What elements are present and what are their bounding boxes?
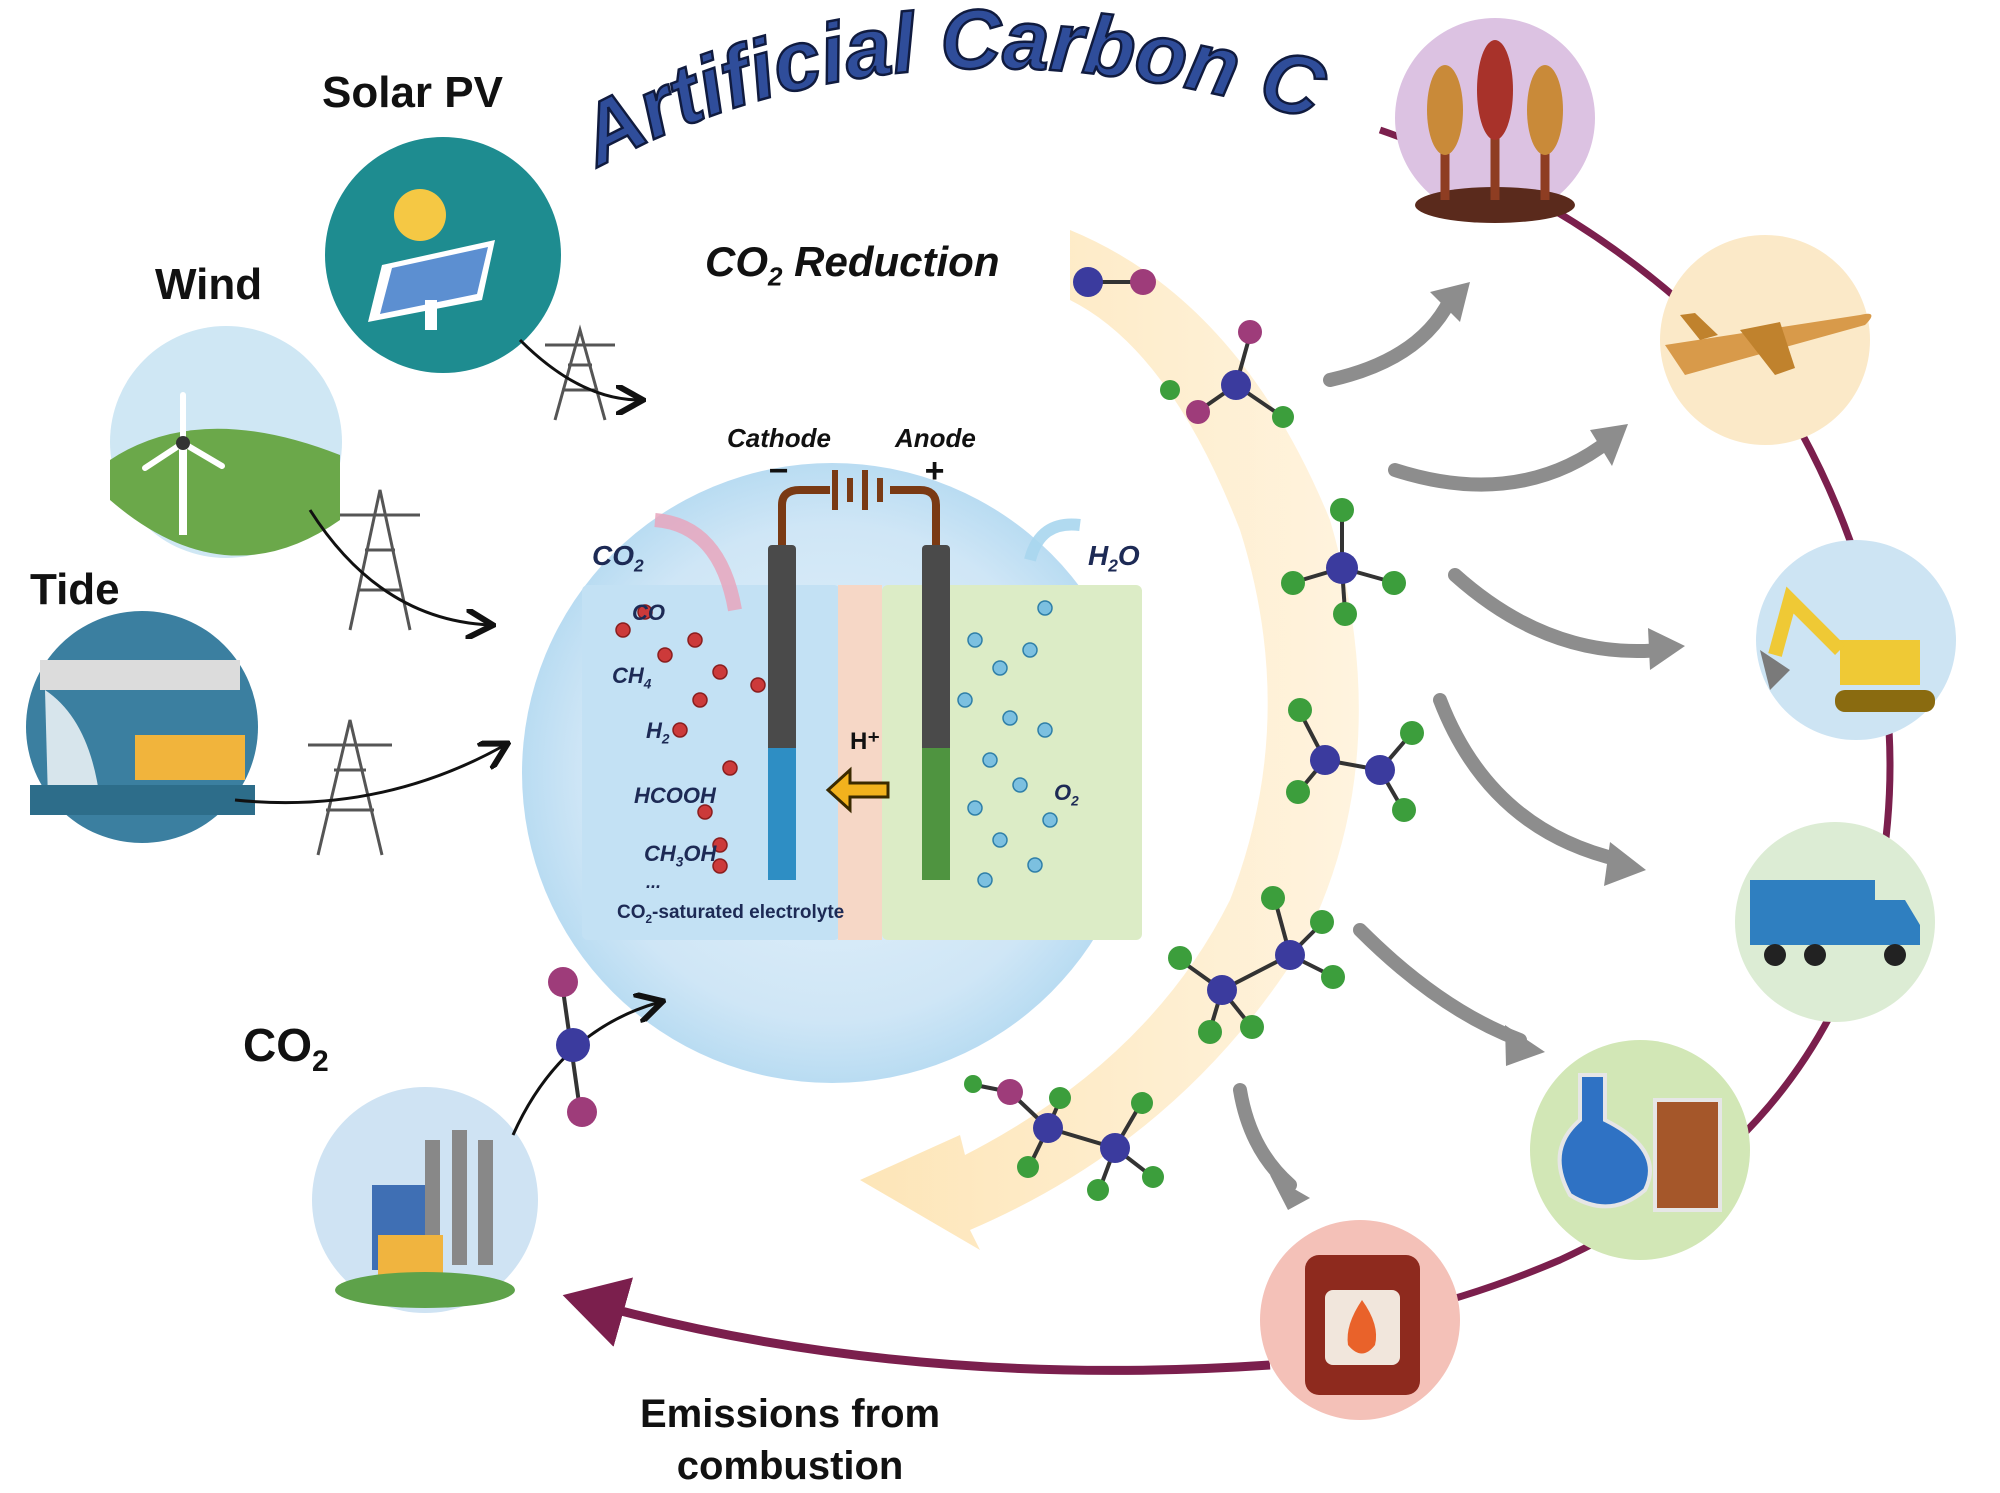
- product-dots: [615, 604, 766, 874]
- product-ch3oh-label: CH3OH: [644, 841, 717, 870]
- circuit-wire: [778, 486, 940, 545]
- oxygen-bubbles: [957, 600, 1058, 888]
- battery-icon: [832, 470, 883, 510]
- product-co-label: CO: [632, 600, 665, 625]
- co2-source-label: CO2: [243, 1019, 329, 1079]
- anode-label: Anode: [895, 423, 976, 453]
- product-h2-label: H2: [646, 718, 670, 747]
- proton-arrow: [825, 766, 890, 814]
- molecule-propanol: [964, 1075, 1164, 1201]
- electrolyte-label: CO2-saturated electrolyte: [617, 902, 845, 926]
- product-ellipsis-label: ...: [646, 872, 662, 892]
- emissions-arrow: [562, 1277, 1271, 1375]
- solar-pv-label: Solar PV: [322, 68, 503, 117]
- minus-sign: −: [768, 452, 788, 490]
- diagram-title: Artificial Carbon Cycle: [0, 0, 1336, 184]
- cathode-electrode-wet: [768, 748, 796, 880]
- wind-circle: [110, 326, 342, 558]
- cell-co2-label: CO2: [592, 540, 644, 576]
- tide-label: Tide: [30, 565, 120, 614]
- cathode-fluid: [582, 585, 840, 940]
- excavator-icon: [1756, 540, 1956, 740]
- transmission-tower-icons: [308, 324, 615, 856]
- cathode-label: Cathode: [727, 423, 831, 453]
- cell-h2o-label: H2O: [1088, 540, 1140, 576]
- o2-label: O2: [1054, 780, 1079, 809]
- plus-sign: +: [924, 452, 944, 490]
- co2-molecule: [548, 967, 597, 1127]
- factory-circle: [312, 1087, 538, 1313]
- molecule-ethylene: [1286, 698, 1424, 822]
- anode-electrode-wet: [922, 748, 950, 880]
- co2-reduction-label: CO2 Reduction: [705, 238, 1000, 292]
- wheat-icon: [1395, 18, 1595, 223]
- wind-label: Wind: [155, 260, 263, 309]
- tide-circle: [26, 611, 258, 843]
- molecule-ethanol: [1168, 886, 1345, 1044]
- application-arrows: [1233, 293, 1667, 1192]
- molecule-co: [1073, 267, 1156, 297]
- h2o-inflow-swoosh: [1024, 518, 1081, 562]
- product-hcooh-label: HCOOH: [634, 783, 716, 808]
- application-arrowheads: [1270, 282, 1685, 1210]
- airplane-icon: [1660, 235, 1872, 445]
- emissions-label-line1: Emissions from: [640, 1392, 941, 1436]
- product-ch4-label: CH4: [612, 663, 652, 692]
- solar-pv-circle: [325, 137, 561, 373]
- molecule-methane: [1281, 498, 1406, 626]
- anode-fluid: [882, 585, 1142, 940]
- co2-inflow-swoosh: [654, 513, 742, 612]
- proton-label: H⁺: [850, 728, 880, 755]
- truck-icon: [1735, 822, 1935, 1022]
- fuel-can-icon: [1260, 1220, 1460, 1420]
- chemicals-icon: [1530, 1040, 1750, 1260]
- membrane: [838, 585, 882, 940]
- molecule-formic-acid: [1160, 320, 1294, 428]
- emissions-label-line2: combustion: [676, 1444, 904, 1488]
- emissions-label: Emissions from combustion: [640, 1388, 940, 1492]
